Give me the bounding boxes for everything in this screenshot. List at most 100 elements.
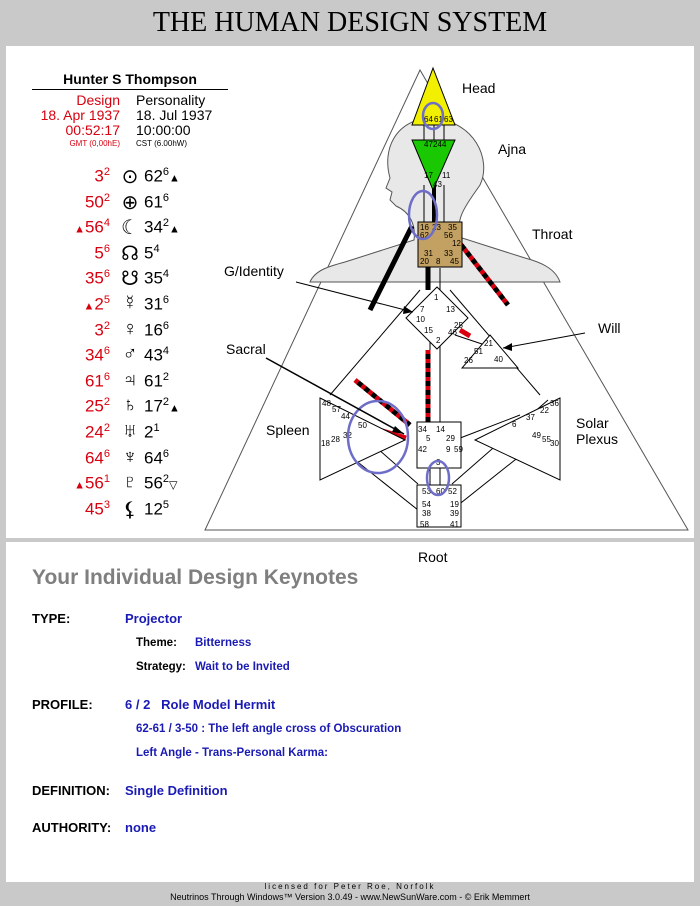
channel-16-48 [367, 224, 415, 312]
personality-line: 4 [153, 242, 160, 255]
personality-line: 5 [162, 498, 170, 511]
pointer-arrows [265, 281, 586, 435]
highlight-circle-62 [407, 189, 439, 241]
gate-throat: 35 [448, 223, 457, 232]
gate-solar: 55 [542, 435, 551, 444]
design-gate: 61 [84, 371, 104, 391]
personality-line: 6 [162, 319, 170, 332]
design-gate: 35 [84, 269, 104, 289]
design-line: 3 [103, 498, 110, 511]
design-timezone: GMT (0,00hE) [69, 139, 120, 148]
keynotes-panel [6, 542, 694, 882]
design-date: 18. Apr 1937 [40, 107, 120, 123]
personality-gate: 61 [144, 371, 163, 391]
definition-label: DEFINITION: [32, 783, 110, 798]
incarnation-cross: 62-61 / 3-50 : The left angle cross of O… [136, 723, 402, 735]
highlight-circles [346, 101, 451, 497]
gate-sacral: 5 [426, 434, 431, 443]
gate-will: 40 [494, 355, 503, 364]
gate-root: 19 [450, 500, 459, 509]
strategy-value: Wait to be Invited [195, 661, 290, 673]
design-activation: 32 [94, 320, 110, 341]
gate-throat: 45 [450, 257, 459, 266]
sun-icon: ⊙ [121, 166, 139, 188]
gate-g: 1 [434, 293, 439, 302]
gate-solar: 36 [550, 399, 559, 408]
design-line: 2 [103, 396, 110, 409]
root-center [416, 484, 462, 528]
design-gate: 56 [84, 473, 104, 493]
gate-will: 26 [464, 356, 473, 365]
design-activation: 346 [85, 345, 110, 366]
will-center [460, 334, 520, 369]
personality-line: 6 [162, 293, 170, 306]
personality-mark-icon: ▲ [169, 223, 180, 236]
definition-value: Single Definition [125, 783, 228, 798]
gate-spleen: 44 [341, 412, 350, 421]
gate-throat: 12 [452, 239, 461, 248]
label-will: Will [598, 320, 621, 336]
personality-mark-icon: ▲ [169, 172, 180, 185]
jupiter-icon: ♃ [122, 368, 138, 391]
gate-g: 13 [446, 305, 455, 314]
mercury-icon: ☿ [122, 291, 138, 314]
design-mark-icon: ▲ [74, 479, 85, 492]
profile-label: PROFILE: [32, 697, 93, 712]
design-line: 5 [103, 293, 110, 306]
type-label: TYPE: [32, 611, 71, 626]
personality-time: 10:00:00 [136, 122, 191, 138]
gate-spleen: 28 [331, 435, 340, 444]
gate-will: 51 [474, 347, 483, 356]
activation-row: 346♂434 [0, 343, 230, 371]
spleen-center [319, 397, 407, 481]
personality-gate: 31 [144, 294, 163, 314]
gate-head: 63 [444, 115, 453, 124]
design-line: 2 [103, 166, 110, 178]
personality-activation: 166 [144, 320, 169, 341]
design-gate: 2 [94, 294, 104, 314]
angle-text: Left Angle - Trans-Personal Karma: [136, 747, 328, 759]
design-line: 2 [103, 319, 110, 332]
label-solar: Solar [576, 415, 609, 431]
saturn-icon: ♄ [122, 394, 138, 417]
personality-activation: 316 [144, 294, 169, 315]
gate-g: 15 [424, 326, 433, 335]
design-line: 6 [103, 268, 110, 281]
throat-center [417, 221, 463, 268]
design-line: 6 [103, 345, 110, 358]
uranus-icon: ♅ [122, 419, 138, 442]
label-throat: Throat [532, 226, 573, 242]
gate-root: 53 [422, 487, 431, 496]
moon-icon: ☾ [121, 217, 139, 240]
design-line: 2 [103, 191, 110, 204]
personality-activation: 616 [144, 192, 169, 213]
neptune-icon: ♆ [122, 445, 138, 468]
gate-spleen: 18 [321, 439, 330, 448]
gate-throat: 56 [444, 231, 453, 240]
personality-date: 18. Jul 1937 [136, 107, 213, 123]
activation-row: 32♀166 [0, 318, 230, 346]
gate-root: 38 [422, 509, 431, 518]
authority-label: AUTHORITY: [32, 820, 112, 835]
gate-g: 46 [448, 328, 457, 337]
design-gate: 56 [84, 217, 104, 237]
gate-sacral: 34 [418, 425, 427, 434]
gate-root: 58 [420, 520, 429, 529]
activation-row: 56☊54 [0, 243, 230, 269]
personality-gate: 12 [144, 499, 163, 519]
solar-plexus-center [473, 397, 561, 481]
design-activation: 502 [85, 192, 110, 213]
gate-head: 61 [434, 115, 443, 124]
gate-throat: 62 [420, 231, 429, 240]
gate-sacral: 14 [436, 425, 445, 434]
theme-label: Theme: [136, 637, 177, 649]
credit-text: Neutrinos Through Windows™ Version 3.0.4… [170, 892, 530, 902]
gate-root: 60 [436, 487, 445, 496]
type-value: Projector [125, 611, 183, 626]
activation-row: 252♄172▲ [0, 394, 230, 422]
design-gate: 64 [84, 448, 104, 468]
profile-value: 6 / 2 Role Model Hermit [125, 697, 276, 712]
personality-activation: 612 [144, 371, 169, 392]
gate-throat: 23 [432, 223, 441, 232]
personality-gate: 17 [144, 397, 163, 416]
